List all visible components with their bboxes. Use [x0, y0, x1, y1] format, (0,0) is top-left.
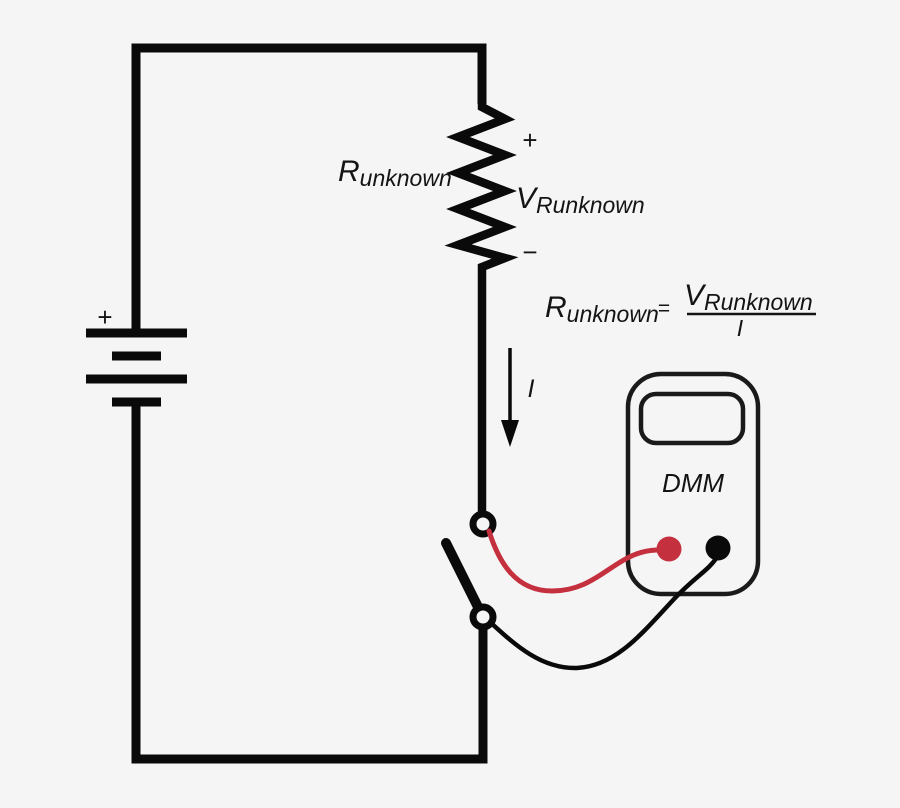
- current-arrow-head: [501, 420, 519, 447]
- battery-symbol: +: [86, 302, 187, 407]
- formula: Runknown = VRunknown I: [545, 279, 816, 341]
- formula-lhs: Runknown: [545, 291, 659, 327]
- formula-numerator: VRunknown: [684, 279, 813, 315]
- dmm: DMM: [625, 371, 761, 597]
- wire-top-left-loop: [131, 43, 487, 334]
- dmm-display: [638, 391, 746, 446]
- voltage-minus-label: −: [522, 237, 537, 267]
- dmm-red-jack: [656, 536, 682, 562]
- voltage-label: VRunknown: [516, 182, 645, 218]
- battery-plus-label: +: [97, 302, 112, 332]
- formula-denominator: I: [737, 315, 744, 341]
- dmm-black-jack: [705, 535, 731, 561]
- resistor-symbol: [444, 103, 519, 512]
- red-probe-wire: [486, 528, 660, 594]
- black-probe-wire: [487, 554, 720, 671]
- voltage-plus-label: +: [522, 125, 537, 155]
- resistor-label: Runknown: [338, 155, 452, 191]
- switch-lever: [441, 538, 483, 612]
- current-arrow: I: [501, 348, 535, 447]
- voltage-annotation: + VRunknown −: [516, 125, 645, 267]
- switch-symbol: [441, 510, 497, 631]
- current-label: I: [528, 375, 535, 403]
- wire-bottom-loop: [131, 402, 488, 764]
- dmm-label: DMM: [662, 468, 724, 498]
- formula-equals: =: [658, 297, 670, 320]
